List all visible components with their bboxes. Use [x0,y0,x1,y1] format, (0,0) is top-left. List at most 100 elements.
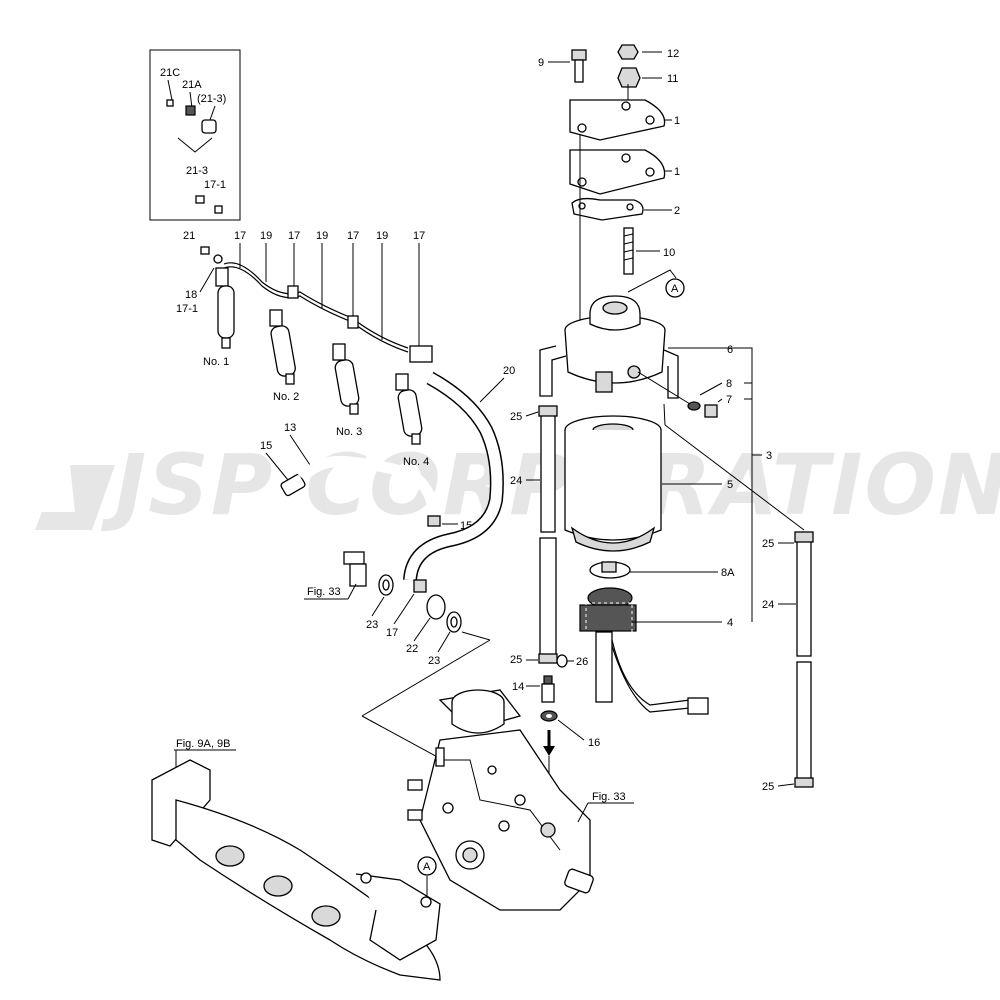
ref-mark-a-top [665,278,685,298]
label-8a: 8A [721,567,735,579]
label-23-b: 23 [428,655,440,667]
banjo-22-icon [426,594,446,620]
clamp-21-3-icon [195,195,205,204]
label-25-d: 25 [762,781,774,793]
clip-15-icon [427,515,441,527]
label-21-3: 21-3 [186,165,208,177]
filter-head-6 [539,295,679,399]
label-14: 14 [512,681,524,693]
label-17-1-detail: 17-1 [204,179,226,191]
label-9: 9 [538,57,544,69]
washer-8-icon [687,401,701,411]
label-6: 6 [727,344,733,356]
screw-7-icon [704,404,718,418]
label-no4: No. 4 [403,456,429,468]
label-21a: 21A [182,79,202,91]
detail-inset: 21C 21A (21-3) 21-3 17-1 [149,49,241,221]
label-20: 20 [503,365,515,377]
clamp-17-2-icon [347,315,359,329]
label-13: 13 [284,422,296,434]
watermark-logo-icon [35,465,115,530]
label-17-b: 17 [288,230,300,242]
label-15-a: 15 [260,440,272,452]
label-25-b: 25 [510,654,522,666]
injection-pump: Fig. 33 [407,689,634,911]
label-25-c: 25 [762,538,774,550]
label-21-3-paren: (21-3) [197,93,226,105]
label-26: 26 [576,656,588,668]
label-17-1: 17-1 [176,303,198,315]
label-19-a: 19 [260,230,272,242]
filter-cartridge-5 [564,415,662,552]
hose-24-left: 25 24 25 26 [510,405,588,668]
label-24-a: 24 [510,475,522,487]
seal-washer-21c-icon [166,99,174,107]
label-10: 10 [663,247,675,259]
bolt-9 [571,49,587,83]
label-16: 16 [588,737,600,749]
label-1-b: 1 [674,166,680,178]
mark-a-bottom: A [423,861,431,873]
label-22: 22 [406,643,418,655]
label-7: 7 [726,394,732,406]
detail-box [149,49,241,221]
label-17-e: 17 [386,627,398,639]
label-no2: No. 2 [273,391,299,403]
mark-a-top: A [671,283,679,295]
label-17-d: 17 [413,230,425,242]
arrow-down-icon [543,746,555,756]
ref-fig9: Fig. 9A, 9B [176,738,230,750]
ref-fig33-b: Fig. 33 [592,791,626,803]
label-24-b: 24 [762,599,774,611]
nut-11-icon [617,67,641,88]
injector-no1: No. 1 [203,267,235,368]
hose-connector-15-icon [280,473,306,497]
label-23-a: 23 [366,619,378,631]
clamp-17-1-icon [287,285,299,299]
label-3: 3 [766,450,772,462]
manifold: Fig. 9A, 9B A [151,738,441,981]
clamp-17-3-icon [409,345,433,363]
label-4: 4 [727,617,733,629]
label-18: 18 [185,289,197,301]
union-21a-icon [185,105,196,116]
filter-assembly: 9 12 11 1 1 2 10 A [538,44,772,715]
union-17-icon [413,579,427,593]
bracket-1-a [569,99,666,141]
eye-bolt-17 [343,551,367,587]
label-21: 21 [183,230,195,242]
label-19-b: 19 [316,230,328,242]
fuel-hose-20 [404,373,503,581]
sensor-connector-icon [687,697,709,715]
label-1-a: 1 [674,115,680,127]
label-no3: No. 3 [336,426,362,438]
label-17-a: 17 [234,230,246,242]
hose-24-right: 25 24 25 [663,403,814,793]
label-8: 8 [726,378,732,390]
label-21c: 21C [160,67,180,79]
ref-mark-a-bottom [417,856,437,876]
label-17-c: 17 [347,230,359,242]
fuel-hoses: 15 13 15 20 Fig. 33 23 17 22 [260,365,515,767]
clip-17-1-icon [214,205,223,214]
clip-26-icon [556,654,568,668]
label-11: 11 [667,73,678,85]
label-5: 5 [727,479,733,491]
injector-group: 21 17 19 17 19 17 19 17 18 17-1 No. 1 [176,230,433,468]
water-sep-bowl-4 [579,587,709,715]
union-21-icon [200,246,210,255]
nut-12-icon [617,44,639,60]
bracket-1-b [569,149,666,195]
label-no1: No. 1 [203,356,229,368]
label-12: 12 [667,48,679,60]
injector-no4: No. 4 [395,373,429,468]
injector-no2: No. 2 [269,309,299,403]
leak-off-pipe-19 [223,266,409,353]
sleeve-21-3-icon [201,119,217,134]
injector-no3: No. 3 [332,343,362,438]
label-25-a: 25 [510,411,522,423]
clip-18-icon [213,254,223,264]
label-2: 2 [674,205,680,217]
label-19-c: 19 [376,230,388,242]
